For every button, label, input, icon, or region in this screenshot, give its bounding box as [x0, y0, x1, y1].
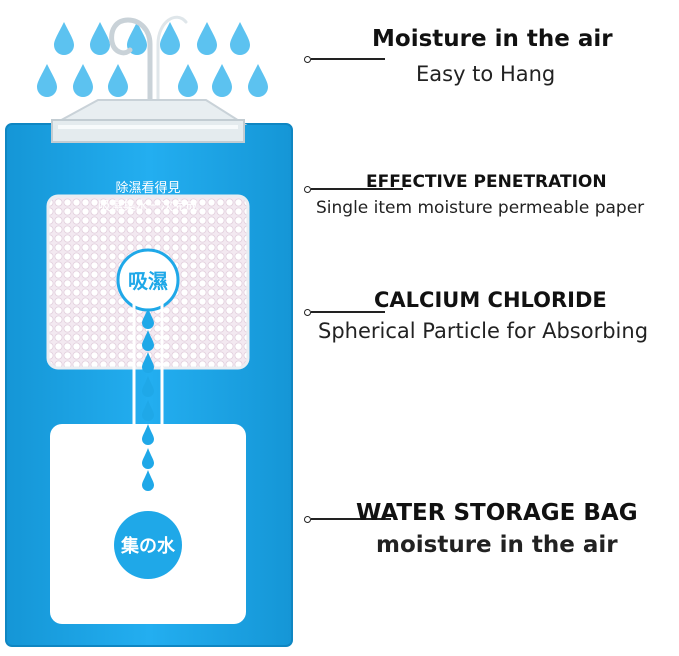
feature-moisture: Moisture in the air Easy to Hang [300, 20, 679, 100]
water-drop-icon [73, 64, 93, 97]
water-drop-icon [212, 64, 232, 97]
feature-subtitle: moisture in the air [376, 532, 618, 558]
dehumidifier-bag-illustration: 除濕看得見 吸濕集水一次完成 吸濕 集の水 [5, 15, 293, 647]
feature-subtitle: Single item moisture permeable paper [316, 198, 645, 218]
feature-title: WATER STORAGE BAG [356, 500, 638, 526]
leader-dot [304, 309, 311, 316]
panel-text-line1: 除濕看得見 [115, 180, 180, 196]
water-drop-icon [54, 22, 74, 55]
feature-title: Moisture in the air [372, 26, 613, 52]
panel-text-line2: 吸濕集水一次完成 [98, 198, 198, 213]
water-drop-icon [160, 22, 180, 55]
leader-line [311, 518, 391, 520]
leader-line [311, 188, 403, 190]
water-drop-icon [108, 64, 128, 97]
water-drop-icon [248, 64, 268, 97]
hanger-hook-icon [51, 15, 248, 143]
water-drop-icon [37, 64, 57, 97]
collect-badge: 集の水 [114, 511, 182, 579]
leader-dot [304, 56, 311, 63]
leader-dot [304, 516, 311, 523]
collect-label: 集の水 [120, 535, 176, 557]
water-drop-icon [197, 22, 217, 55]
feature-water-storage: WATER STORAGE BAG moisture in the air [300, 494, 679, 566]
water-drop-icon [142, 448, 154, 469]
feature-penetration: EFFECTIVE PENETRATION Single item moistu… [300, 168, 679, 228]
falling-drops-group [142, 308, 154, 491]
feature-calcium-chloride: CALCIUM CHLORIDE Spherical Particle for … [300, 284, 679, 354]
water-drop-icon [142, 330, 154, 351]
feature-subtitle: Easy to Hang [416, 62, 556, 86]
down-arrow-icon [110, 298, 186, 502]
water-drop-icon [90, 22, 110, 55]
water-drop-icon [230, 22, 250, 55]
water-drop-icon [142, 470, 154, 491]
raindrops-group [37, 22, 268, 97]
water-drop-icon [178, 64, 198, 97]
water-drop-icon [127, 22, 147, 55]
water-drop-icon [142, 424, 154, 445]
feature-title: CALCIUM CHLORIDE [374, 288, 607, 312]
feature-subtitle: Spherical Particle for Absorbing [318, 319, 649, 343]
leader-line [311, 311, 385, 313]
water-drop-icon [142, 400, 154, 421]
water-drop-icon [142, 352, 154, 373]
leader-line [311, 58, 385, 60]
leader-dot [304, 186, 311, 193]
absorb-label: 吸濕 [128, 269, 168, 293]
feature-title: EFFECTIVE PENETRATION [366, 172, 607, 192]
water-drop-icon [142, 308, 154, 329]
water-drop-icon [142, 376, 154, 397]
